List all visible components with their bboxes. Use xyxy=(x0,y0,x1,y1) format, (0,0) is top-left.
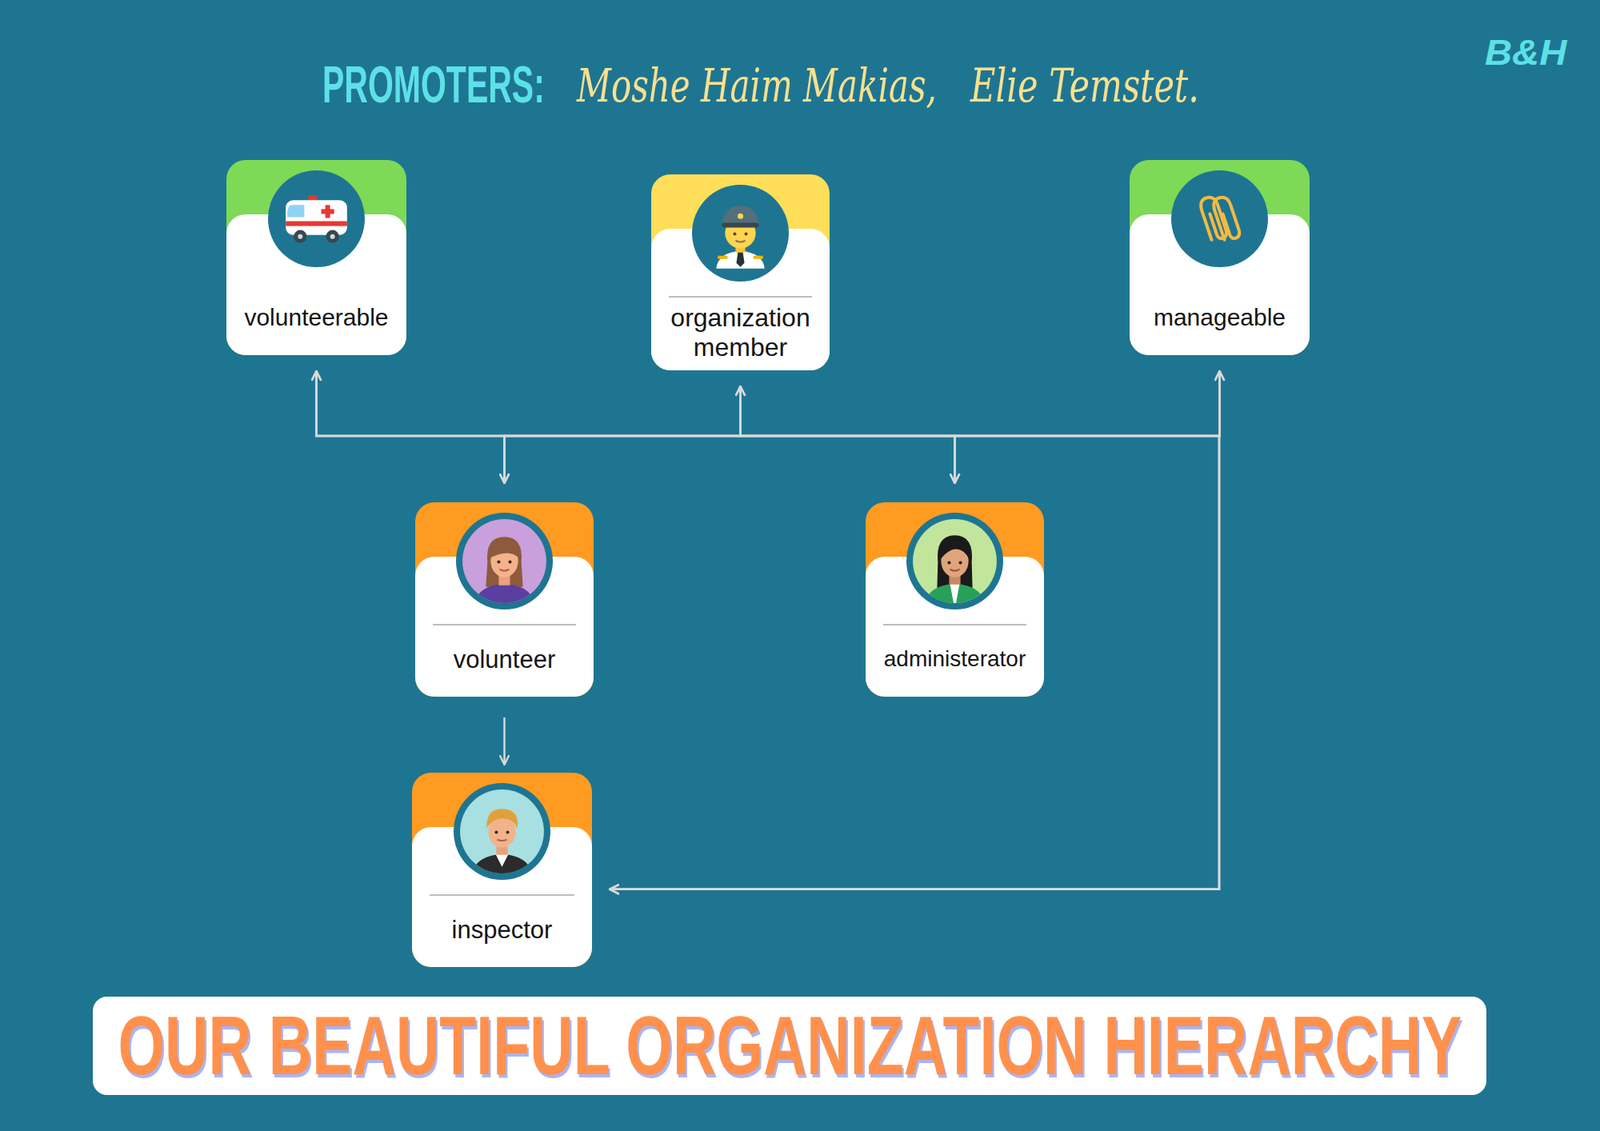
administrator-avatar xyxy=(906,512,1004,610)
inheritance-connector xyxy=(316,371,505,484)
role-card: inspector xyxy=(412,772,592,968)
interface-card: manageable xyxy=(1129,160,1310,356)
promoters-heading: PROMOTERS: xyxy=(322,54,545,116)
inheritance-connector xyxy=(316,371,956,484)
inheritance-connector xyxy=(504,371,1220,484)
interface-card: volunteerable xyxy=(226,160,407,356)
divider-line xyxy=(429,894,575,896)
divider-line xyxy=(883,624,1027,626)
promoter-name: Moshe Haim Makias, xyxy=(576,58,937,115)
inheritance-connector xyxy=(609,386,1220,890)
node-label: organization member xyxy=(662,303,819,363)
volunteer-avatar xyxy=(456,512,553,610)
node-label: administerator xyxy=(884,646,1026,672)
ambulance-icon xyxy=(268,170,365,268)
role-card: volunteer xyxy=(415,502,594,697)
divider-line xyxy=(432,624,576,626)
paperclip-icon xyxy=(1171,170,1268,268)
role-card: administerator xyxy=(865,502,1044,697)
promoter-name: Elie Temstet. xyxy=(970,58,1200,115)
inheritance-connector xyxy=(504,386,741,484)
node-label: manageable xyxy=(1153,304,1286,332)
inheritance-connector xyxy=(955,371,1220,484)
text-area: manageable xyxy=(1129,280,1310,356)
interface-card: organization member xyxy=(651,174,830,371)
text-area: volunteer xyxy=(415,622,594,697)
text-area: volunteerable xyxy=(226,280,407,356)
inheritance-connector xyxy=(503,717,506,765)
text-area: administerator xyxy=(865,622,1044,697)
divider-line xyxy=(668,296,812,298)
watermark: B&H xyxy=(1484,32,1567,75)
text-area: inspector xyxy=(412,892,592,968)
node-label: volunteerable xyxy=(244,304,388,332)
title-box: OUR BEAUTIFUL ORGANIZATION HIERARCHY xyxy=(92,996,1487,1096)
text-area: organization member xyxy=(651,294,830,371)
inheritance-connector xyxy=(740,386,956,484)
diagram-title: OUR BEAUTIFUL ORGANIZATION HIERARCHY xyxy=(117,1002,1462,1090)
inheritance-connector xyxy=(609,371,1220,890)
pilot-icon xyxy=(692,184,789,282)
inspector-avatar xyxy=(453,783,551,880)
node-label: inspector xyxy=(452,916,553,945)
node-label: volunteer xyxy=(453,645,556,675)
